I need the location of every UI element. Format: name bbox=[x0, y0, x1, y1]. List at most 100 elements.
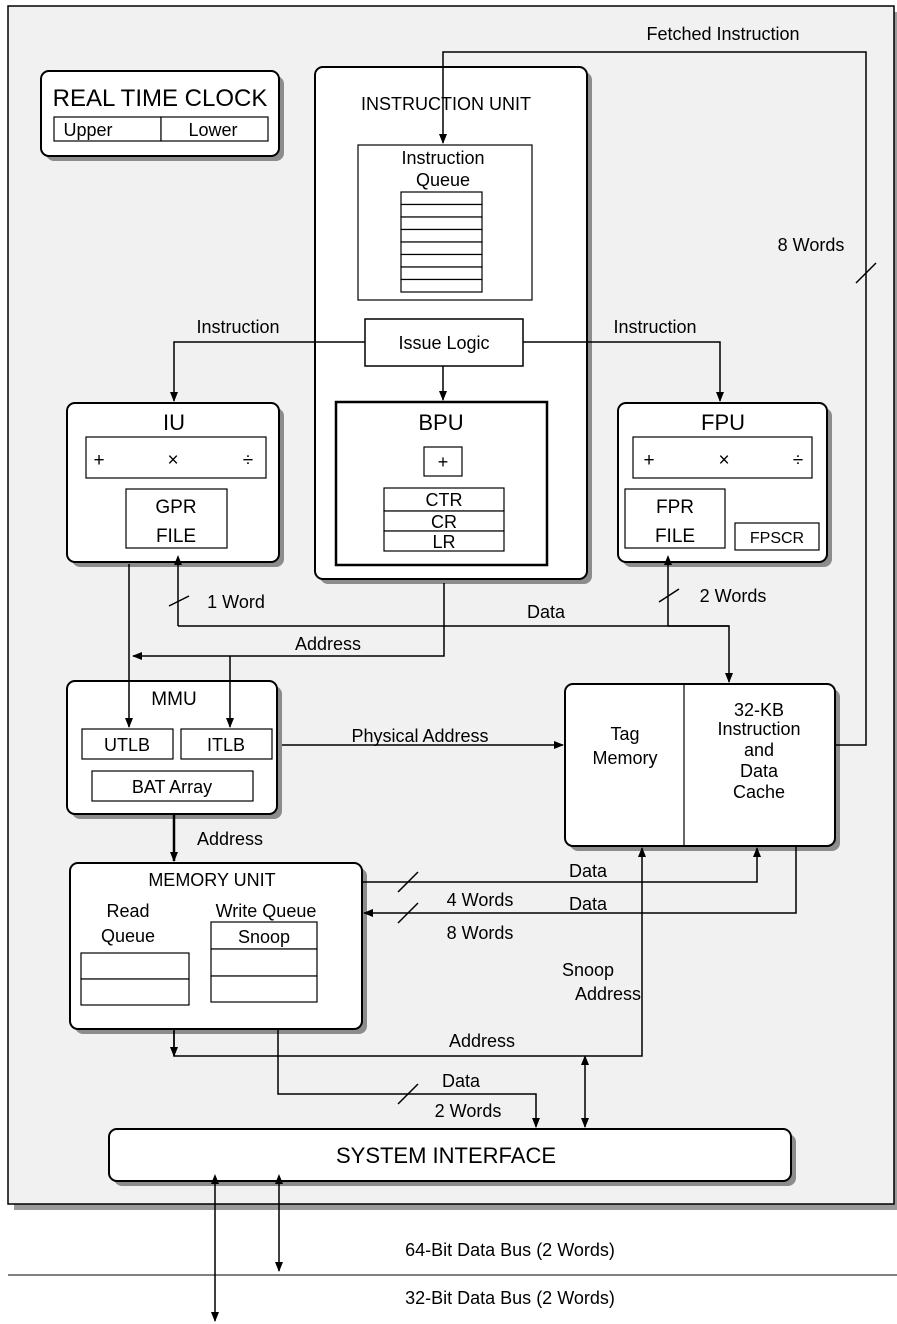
cache-label-5: Cache bbox=[733, 782, 785, 802]
fpr-file-label-2: FILE bbox=[655, 526, 695, 547]
mmu-title: MMU bbox=[151, 689, 196, 710]
real-time-clock: REAL TIME CLOCK Upper Lower bbox=[40, 70, 284, 161]
address-bottom-label: Address bbox=[449, 1031, 515, 1051]
snoop-label: Snoop bbox=[238, 927, 290, 947]
instruction-queue-label-1: Instruction bbox=[401, 148, 484, 168]
connection-lines bbox=[8, 51, 897, 1322]
gpr-file-label-1: GPR bbox=[155, 497, 196, 518]
bpu-title: BPU bbox=[418, 410, 463, 435]
fpu-alu-box bbox=[632, 436, 813, 479]
instruction-queue-slots bbox=[400, 191, 483, 293]
gpr-file-box bbox=[125, 488, 228, 549]
fpr-file-box bbox=[624, 488, 726, 549]
instruction-right-label: Instruction bbox=[613, 317, 696, 337]
iu-op-mul: × bbox=[167, 450, 178, 471]
one-word-label: 1 Word bbox=[207, 592, 265, 612]
instruction-left-label: Instruction bbox=[196, 317, 279, 337]
bpu-ctr: CTR bbox=[426, 490, 463, 510]
data-to-cache-path bbox=[668, 625, 733, 683]
cache-label-2: Instruction bbox=[717, 719, 800, 739]
data-mid-label: Data bbox=[527, 602, 566, 622]
iu-alu-box bbox=[85, 436, 267, 479]
bpu-cr: CR bbox=[431, 512, 457, 532]
snoop-address-label-2: Address bbox=[575, 984, 641, 1004]
rtc-title: REAL TIME CLOCK bbox=[53, 85, 268, 112]
instruction-queue-slot bbox=[400, 241, 483, 256]
memory-unit-title: MEMORY UNIT bbox=[148, 870, 275, 890]
fetched-instruction-path bbox=[439, 51, 867, 746]
instruction-queue-slot bbox=[400, 216, 483, 231]
width-slash-1-word bbox=[168, 595, 190, 607]
iu-op-div: ÷ bbox=[243, 450, 253, 471]
write-queue-label: Write Queue bbox=[216, 901, 317, 921]
bpu-lr-box bbox=[383, 530, 505, 552]
eight-words-top-label: 8 Words bbox=[778, 235, 845, 255]
rtc-lower-cell bbox=[160, 116, 269, 142]
fetched-instruction-label: Fetched Instruction bbox=[646, 24, 799, 44]
width-slash-2-words-bottom bbox=[397, 1083, 419, 1105]
cache-label-1: 32-KB bbox=[734, 700, 784, 720]
fpu-op-add: + bbox=[643, 450, 654, 471]
bpu-adder: + bbox=[438, 452, 449, 472]
bat-array-box bbox=[91, 770, 254, 802]
read-queue-label-2: Queue bbox=[101, 926, 155, 946]
mmu: MMU UTLB ITLB BAT Array bbox=[66, 680, 282, 819]
instruction-queue-label-2: Queue bbox=[416, 170, 470, 190]
fpu: FPU + × ÷ FPR FILE FPSCR bbox=[617, 402, 832, 567]
data-bottom-label: Data bbox=[442, 1071, 481, 1091]
bpu-address-path bbox=[132, 583, 445, 660]
fpu-op-div: ÷ bbox=[793, 450, 803, 471]
instruction-queue-slot bbox=[400, 278, 483, 293]
instruction-queue-slot bbox=[400, 203, 483, 218]
fpu-op-mul: × bbox=[718, 450, 729, 471]
bpu-adder-box bbox=[423, 446, 463, 477]
memory-to-cache-data-path bbox=[362, 847, 761, 883]
width-slash-8-words-top bbox=[855, 262, 877, 284]
address-mid-label: Address bbox=[295, 634, 361, 654]
bpu: BPU + CTR CR LR bbox=[334, 400, 549, 567]
rtc-upper-label: Upper bbox=[63, 120, 112, 140]
cache-to-memory-data-path bbox=[363, 846, 797, 917]
instruction-unit-title: INSTRUCTION UNIT bbox=[361, 94, 531, 114]
cache-block: Tag Memory 32-KB Instruction and Data Ca… bbox=[564, 683, 840, 851]
bpu-lr: LR bbox=[432, 532, 455, 552]
cache-label-4: Data bbox=[740, 761, 779, 781]
address-mmu-label: Address bbox=[197, 829, 263, 849]
gpr-file-label-2: FILE bbox=[156, 526, 196, 547]
issue-logic-label: Issue Logic bbox=[398, 333, 489, 353]
physical-address-label: Physical Address bbox=[351, 726, 488, 746]
read-queue-label-1: Read bbox=[106, 901, 149, 921]
fpu-title: FPU bbox=[701, 410, 745, 435]
instruction-queue-slot bbox=[400, 266, 483, 281]
issue-to-iu-path bbox=[170, 341, 365, 402]
cache-label-3: and bbox=[744, 740, 774, 760]
connection-labels: Fetched Instruction 8 Words Instruction … bbox=[196, 24, 844, 1308]
data-mu2-label: Data bbox=[569, 894, 608, 914]
write-queue-slot-2 bbox=[210, 975, 318, 1003]
snoop-address-label-1: Snoop bbox=[562, 960, 614, 980]
two-words-bottom-label: 2 Words bbox=[435, 1101, 502, 1121]
data-mu1-label: Data bbox=[569, 861, 608, 881]
system-interface-title: SYSTEM INTERFACE bbox=[336, 1143, 556, 1168]
instruction-queue-slot bbox=[400, 191, 483, 206]
rtc-lower-label: Lower bbox=[188, 120, 237, 140]
bus32-label: 32-Bit Data Bus (2 Words) bbox=[405, 1288, 615, 1308]
iu-op-add: + bbox=[93, 450, 104, 471]
bat-array-label: BAT Array bbox=[132, 777, 212, 797]
itlb-label: ITLB bbox=[207, 735, 245, 755]
eight-words-mu-label: 8 Words bbox=[447, 923, 514, 943]
fpscr-box bbox=[734, 522, 820, 551]
four-words-label: 4 Words bbox=[447, 890, 514, 910]
iu-title: IU bbox=[163, 410, 185, 435]
system-interface: SYSTEM INTERFACE bbox=[108, 1128, 796, 1186]
bus64-label: 64-Bit Data Bus (2 Words) bbox=[405, 1240, 615, 1260]
issue-to-fpu-path bbox=[523, 341, 724, 402]
fpr-file-label-1: FPR bbox=[656, 497, 694, 518]
width-slash-8-words-mu bbox=[397, 902, 419, 924]
issue-logic-box bbox=[364, 318, 524, 367]
width-slash-2-words-fpu bbox=[658, 588, 680, 603]
two-words-fpu-label: 2 Words bbox=[700, 586, 767, 606]
write-queue-slot-1 bbox=[210, 948, 318, 977]
iu: IU + × ÷ GPR FILE bbox=[66, 402, 284, 567]
